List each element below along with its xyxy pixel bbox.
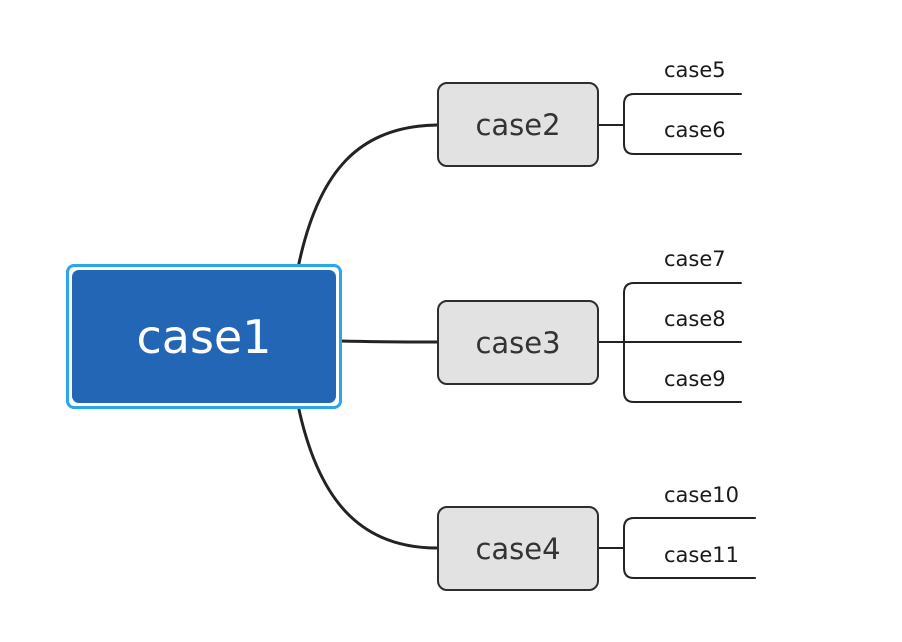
- branch-node-label: case2: [475, 107, 561, 142]
- leaf-node-case11[interactable]: case11: [664, 543, 739, 567]
- branch-node-label: case3: [475, 325, 561, 360]
- root-node[interactable]: case1: [72, 270, 336, 403]
- root-node-label: case1: [136, 309, 272, 364]
- connector-case1-case4: [296, 403, 439, 550]
- branch-node-label: case4: [475, 531, 561, 566]
- connector-case3-leaves: [598, 282, 742, 403]
- branch-node-case2[interactable]: case2: [437, 82, 599, 167]
- leaf-node-case5[interactable]: case5: [664, 58, 726, 82]
- leaf-node-case10[interactable]: case10: [664, 483, 739, 507]
- connector-case4-leaves: [598, 517, 756, 579]
- connector-case2-leaves: [598, 93, 742, 155]
- leaf-node-case6[interactable]: case6: [664, 118, 726, 142]
- branch-node-case4[interactable]: case4: [437, 506, 599, 591]
- branch-node-case3[interactable]: case3: [437, 300, 599, 385]
- leaf-node-case8[interactable]: case8: [664, 307, 726, 331]
- connector-case1-case2: [296, 123, 439, 270]
- connector-case1-case3: [338, 339, 439, 344]
- leaf-node-case9[interactable]: case9: [664, 367, 726, 391]
- leaf-node-case7[interactable]: case7: [664, 247, 726, 271]
